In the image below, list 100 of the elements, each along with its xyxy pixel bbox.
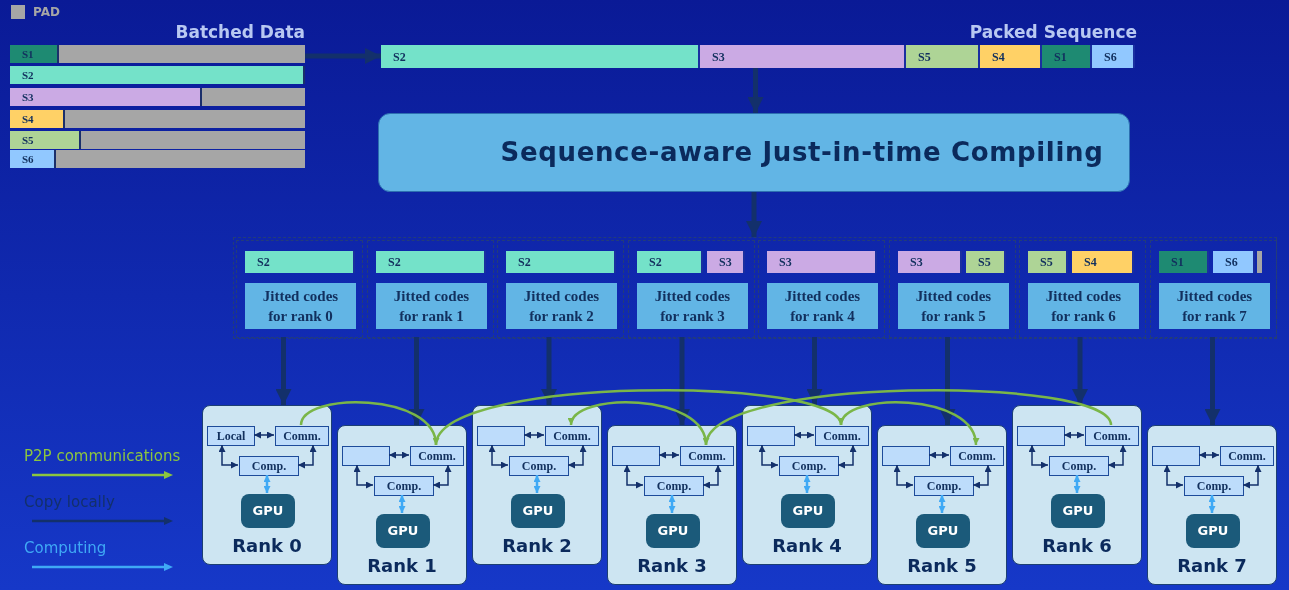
dashed-column-frame: [628, 240, 755, 338]
arrow: [488, 444, 509, 469]
gpu-box: GPU: [511, 494, 565, 528]
legend-text: Copy locally: [24, 492, 116, 512]
legend-text: P2P communications: [24, 446, 182, 466]
sequence-segment: S5: [966, 251, 1006, 273]
arrow: [523, 431, 545, 439]
arrow: [1163, 464, 1184, 489]
sequence-segment: S2: [381, 45, 700, 68]
arrow: [434, 389, 843, 446]
arrow: [567, 444, 587, 469]
unit-box: Comm.: [1085, 426, 1139, 446]
arrow: [1208, 495, 1216, 513]
unit-box: Comm.: [545, 426, 599, 446]
unit-box: [477, 426, 525, 446]
arrow: [533, 475, 541, 493]
sequence-bar: S2: [10, 66, 305, 84]
sequence-segment: S4: [1072, 251, 1134, 273]
arrow: [408, 337, 425, 425]
code-box: Jitted codes for rank 3: [637, 283, 748, 329]
arrow: [674, 337, 690, 425]
gpu-box: GPU: [916, 514, 970, 548]
gpu-box: GPU: [1186, 514, 1240, 548]
unit-box: [612, 446, 660, 466]
gpu-box: GPU: [646, 514, 700, 548]
unit-box: [342, 446, 390, 466]
code-box: Jitted codes for rank 7: [1159, 283, 1270, 329]
arrow: [704, 389, 1113, 446]
rank-card: [1012, 405, 1142, 565]
sequence-bar: S3: [10, 88, 305, 106]
arrow: [702, 464, 722, 489]
unit-box: [1152, 446, 1200, 466]
arrow: [939, 337, 956, 425]
gpu-box: GPU: [781, 494, 835, 528]
rank-card: [742, 405, 872, 565]
legend-text: PAD: [33, 4, 60, 21]
arrow: [806, 337, 823, 405]
unit-box: Local: [207, 426, 255, 446]
arrow: [353, 464, 374, 489]
sequence-segment: S2: [245, 251, 355, 273]
sequence-segment: S1: [1159, 251, 1209, 273]
unit-box: Comp.: [239, 456, 299, 476]
arrow: [658, 451, 680, 459]
arrow: [398, 495, 406, 513]
arrow: [305, 48, 381, 64]
group-heading: Batched Data: [175, 21, 305, 44]
unit-box: [882, 446, 930, 466]
arrow: [928, 451, 950, 459]
unit-box: [1017, 426, 1065, 446]
rank-label: Rank 0: [231, 534, 303, 558]
unit-box: Comm.: [815, 426, 869, 446]
code-box: Jitted codes for rank 1: [376, 283, 487, 329]
arrow: [623, 464, 644, 489]
dashed-column-frame: [1019, 240, 1146, 338]
unit-box: Comp.: [1184, 476, 1244, 496]
legend-text: Computing: [24, 538, 108, 558]
arrow: [275, 337, 292, 405]
arrow: [668, 495, 676, 513]
arrow: [1073, 475, 1081, 493]
arrow: [837, 444, 857, 469]
arrow: [972, 464, 992, 489]
unit-box: Comm.: [680, 446, 734, 466]
arrow: [1072, 337, 1088, 405]
code-box: Jitted codes for rank 4: [767, 283, 878, 329]
code-box: Jitted codes for rank 2: [506, 283, 617, 329]
arrow: [218, 444, 239, 469]
rank-label: Rank 5: [906, 554, 978, 578]
arrow: [793, 431, 815, 439]
arrow: [803, 475, 811, 493]
sequence-bar: S4: [10, 110, 305, 128]
sequence-segment: S2: [376, 251, 486, 273]
arrow: [1063, 431, 1085, 439]
compiler-box: Sequence-aware Just-in-time Compiling: [378, 113, 1130, 192]
code-box: Jitted codes for rank 6: [1028, 283, 1139, 329]
sequence-segment: S3: [700, 45, 906, 68]
rank-card: [1147, 425, 1277, 585]
dashed-column-frame: [758, 240, 885, 338]
code-box: Jitted codes for rank 5: [898, 283, 1009, 329]
sequence-segment: S5: [906, 45, 980, 68]
arrow: [893, 464, 914, 489]
group-heading: Packed Sequence: [969, 21, 1137, 44]
arrow: [263, 475, 271, 493]
arrow: [1028, 444, 1049, 469]
gpu-box: GPU: [376, 514, 430, 548]
rank-card: [877, 425, 1007, 585]
arrow: [253, 431, 275, 439]
arrow: [432, 464, 452, 489]
rank-card: [337, 425, 467, 585]
sequence-bar: S6: [10, 150, 305, 168]
unit-box: Comp.: [779, 456, 839, 476]
dashed-column-frame: [497, 240, 624, 338]
arrow: [839, 401, 978, 446]
sequence-segment: S3: [767, 251, 877, 273]
arrow: [1242, 464, 1262, 489]
arrow: [1204, 337, 1221, 425]
unit-box: Comp.: [374, 476, 434, 496]
gpu-box: GPU: [241, 494, 295, 528]
unit-box: [747, 426, 795, 446]
arrow: [746, 192, 762, 237]
sequence-segment: S3: [898, 251, 962, 273]
